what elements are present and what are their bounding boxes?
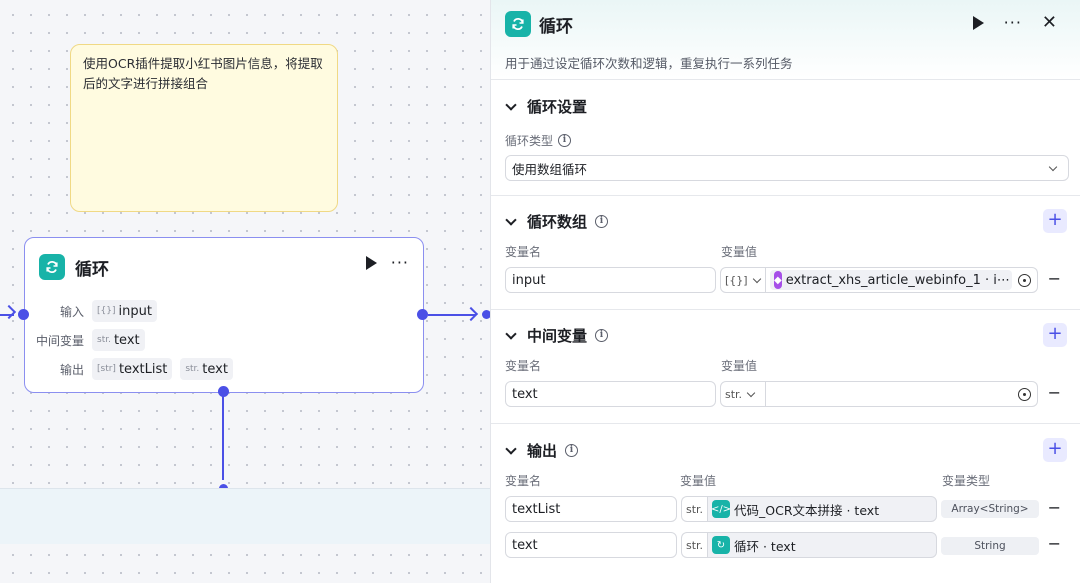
chevron-down-icon[interactable] <box>505 213 517 226</box>
bottom-port[interactable] <box>218 386 229 397</box>
input-chip: [{}] input <box>92 300 157 322</box>
section-header[interactable]: 中间变量 i <box>505 325 609 346</box>
chevron-down-icon[interactable] <box>505 98 517 111</box>
info-icon[interactable]: i <box>595 329 609 342</box>
more-icon[interactable]: ··· <box>390 253 409 272</box>
remove-middle-var-button[interactable]: − <box>1047 383 1061 402</box>
note-text: 使用OCR插件提取小红书图片信息，将提取后的文字进行拼接组合 <box>83 56 323 91</box>
col-var-value: 变量值 <box>721 359 758 373</box>
col-var-type: 变量类型 <box>942 474 991 488</box>
output-type-label: str. <box>681 532 707 558</box>
play-icon[interactable] <box>365 256 377 270</box>
output-var-ref[interactable]: </> 代码_OCR文本拼接 · text <box>707 496 937 522</box>
comment-note[interactable]: 使用OCR插件提取小红书图片信息，将提取后的文字进行拼接组合 <box>70 44 338 212</box>
info-icon[interactable]: i <box>565 444 579 457</box>
add-middle-var-button[interactable]: + <box>1043 323 1067 347</box>
array-type-select[interactable]: [{}] <box>720 267 766 293</box>
more-icon[interactable]: ··· <box>1003 13 1022 32</box>
section-header[interactable]: 输出 i <box>505 440 579 461</box>
loop-icon: ↻ <box>712 536 730 554</box>
code-icon: </> <box>711 500 731 518</box>
chevron-down-icon[interactable] <box>505 327 517 340</box>
loop-type-label-row: 循环类型 i <box>505 132 572 149</box>
node-title: 循环 <box>75 259 109 280</box>
chevron-down-icon[interactable] <box>505 442 517 455</box>
outgoing-wire <box>428 314 476 316</box>
row-label: 中间变量 <box>35 333 84 348</box>
loop-body-wire <box>222 396 224 480</box>
target-icon[interactable] <box>1018 274 1031 287</box>
output-var-ref[interactable]: ↻ 循环 · text <box>707 532 937 558</box>
section-middle-vars: 中间变量 i + 变量名 变量值 text str. − <box>491 310 1080 424</box>
loop-node[interactable]: 循环 ··· 输入 [{}] input 中间变量 str. text 输出 [… <box>24 237 424 393</box>
node-row-middle: 中间变量 str. text <box>25 329 153 351</box>
incoming-wire <box>0 314 14 316</box>
add-array-var-button[interactable]: + <box>1043 209 1067 233</box>
middle-var-name-input[interactable]: text <box>505 381 716 407</box>
array-var-name-input[interactable]: input <box>505 267 716 293</box>
loop-type-select[interactable]: 使用数组循环 <box>505 155 1069 181</box>
chevron-down-icon <box>1048 162 1058 172</box>
row-label: 输入 <box>59 304 84 319</box>
loop-icon <box>39 254 65 280</box>
remove-output-var-button[interactable]: − <box>1047 498 1061 517</box>
section-output: 输出 i + 变量名 变量值 变量类型 textList str. </> 代码… <box>491 424 1080 583</box>
section-header[interactable]: 循环设置 <box>505 96 587 117</box>
middle-type-select[interactable]: str. <box>720 381 766 407</box>
middle-var-value-field[interactable] <box>766 381 1038 407</box>
panel-description: 用于通过设定循环次数和逻辑，重复执行一系列任务 <box>505 56 793 71</box>
info-icon[interactable]: i <box>595 215 609 228</box>
plugin-icon: ◆ <box>774 271 782 289</box>
node-row-output: 输出 [str] textList str. text <box>25 358 241 380</box>
remove-output-var-button[interactable]: − <box>1047 534 1061 553</box>
run-node-button[interactable] <box>972 16 984 30</box>
section-header[interactable]: 循环数组 i <box>505 211 609 232</box>
node-config-panel: 循环 ··· ✕ 用于通过设定循环次数和逻辑，重复执行一系列任务 循环设置 循环… <box>490 0 1080 583</box>
output-var-name-input[interactable]: text <box>505 532 677 558</box>
middle-chip: str. text <box>92 329 145 351</box>
ref-chip: ◆ extract_xhs_article_webinfo_1 · i⋯ <box>770 270 1012 290</box>
col-var-name: 变量名 <box>505 474 542 488</box>
target-icon[interactable] <box>1018 388 1031 401</box>
chevron-down-icon <box>746 388 756 397</box>
remove-array-var-button[interactable]: − <box>1047 269 1061 288</box>
right-port[interactable] <box>417 309 428 320</box>
workflow-canvas[interactable]: 使用OCR插件提取小红书图片信息，将提取后的文字进行拼接组合 循环 ··· 输入… <box>0 0 490 583</box>
loop-body-area <box>0 488 490 544</box>
col-var-name: 变量名 <box>505 359 542 373</box>
info-icon[interactable]: i <box>558 134 572 147</box>
col-var-name: 变量名 <box>505 245 542 259</box>
section-loop-settings: 循环设置 循环类型 i 使用数组循环 <box>491 80 1080 196</box>
output-chip-text: str. text <box>180 358 233 380</box>
left-port[interactable] <box>18 309 29 320</box>
col-var-value: 变量值 <box>721 245 758 259</box>
section-loop-array: 循环数组 i + 变量名 变量值 input [{}] ◆ extract_xh… <box>491 196 1080 310</box>
node-row-input: 输入 [{}] input <box>25 300 165 322</box>
output-var-name-input[interactable]: textList <box>505 496 677 522</box>
loop-type-label: 循环类型 <box>505 134 554 148</box>
output-var-type-badge: Array<String> <box>941 500 1039 518</box>
chevron-down-icon <box>752 274 761 283</box>
close-icon[interactable]: ✕ <box>1041 12 1057 33</box>
output-var-type-badge: String <box>941 537 1039 555</box>
output-type-label: str. <box>681 496 707 522</box>
add-output-var-button[interactable]: + <box>1043 438 1067 462</box>
output-chip-textlist: [str] textList <box>92 358 173 380</box>
incoming-arrow-icon <box>1 304 17 320</box>
loop-icon <box>505 11 531 37</box>
array-var-ref-field[interactable]: ◆ extract_xhs_article_webinfo_1 · i⋯ <box>766 267 1038 293</box>
panel-title: 循环 <box>539 17 573 37</box>
panel-header: 循环 ··· ✕ 用于通过设定循环次数和逻辑，重复执行一系列任务 <box>491 0 1080 80</box>
next-node-port[interactable] <box>482 310 490 319</box>
row-label: 输出 <box>59 362 84 377</box>
col-var-value: 变量值 <box>680 474 717 488</box>
outgoing-arrow-icon <box>463 306 479 322</box>
